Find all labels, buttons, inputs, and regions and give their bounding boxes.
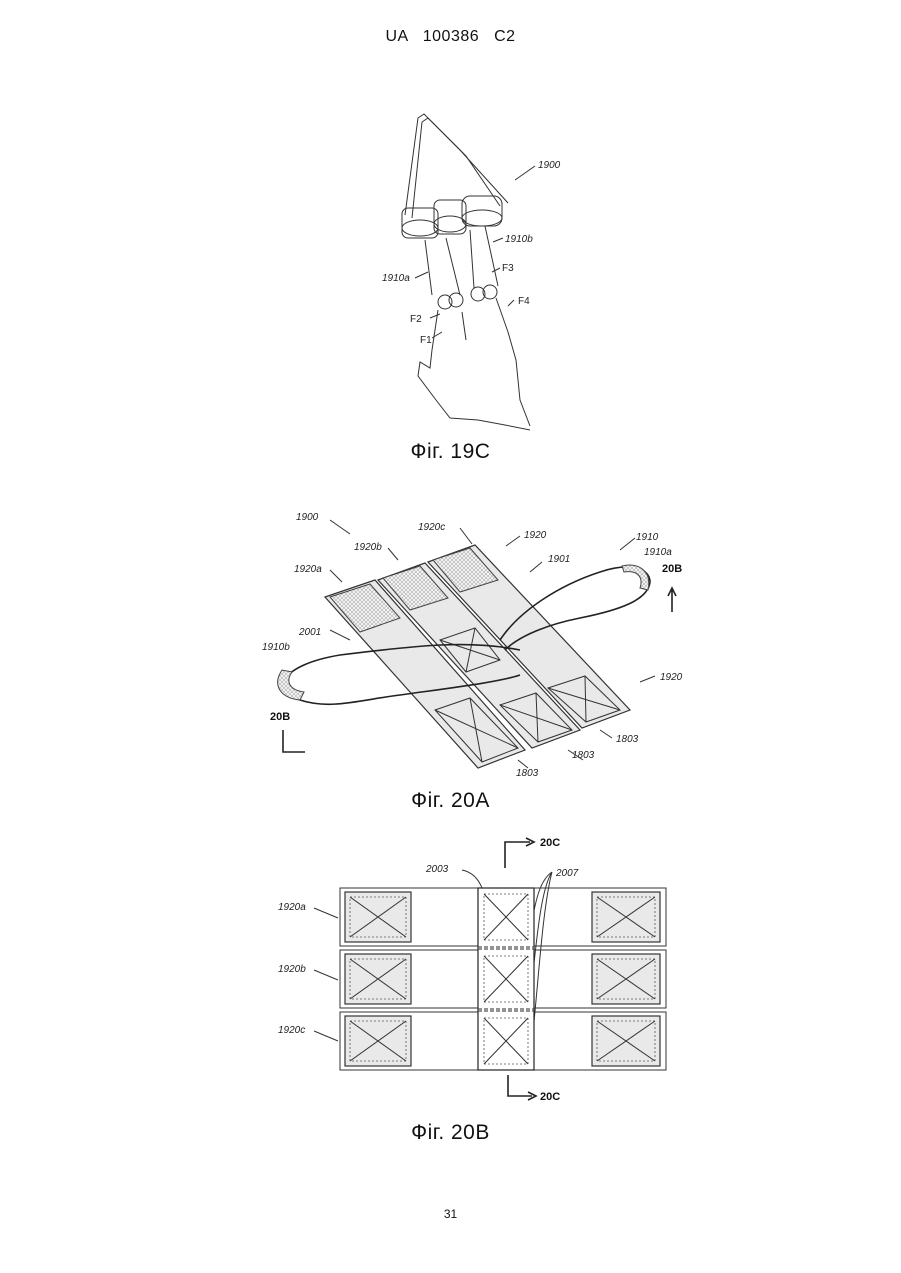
caption-fig-20b: Фіг. 20В — [0, 1121, 901, 1145]
label-1803-c: 1803 — [516, 768, 539, 779]
page-number: 31 — [0, 1207, 901, 1221]
label-1920-right: 1920 — [660, 672, 683, 683]
label-1920a: 1920a — [278, 902, 306, 913]
loop-a — [425, 238, 460, 295]
center-column — [478, 888, 534, 1070]
label-20c-top: 20C — [540, 837, 560, 849]
label-1910a: 1910a — [644, 547, 672, 558]
section-arrow-20b-left — [283, 730, 305, 752]
figure-19c-drawing: 1900 1910b 1910a F3 F2 F4 F1 — [0, 100, 901, 440]
section-arrow-20b-right — [668, 588, 676, 612]
leader-1900 — [515, 166, 535, 180]
label-1920-top: 1920 — [524, 530, 547, 541]
label-1910: 1910 — [636, 532, 659, 543]
label-1803-b: 1803 — [572, 750, 595, 761]
label-1920a: 1920a — [294, 564, 322, 575]
label-1900: 1900 — [538, 160, 561, 171]
label-2001: 2001 — [298, 627, 321, 638]
hand-outline — [418, 298, 530, 430]
label-f2: F2 — [410, 314, 422, 325]
label-f4: F4 — [518, 296, 530, 307]
caption-fig-20a: Фіг. 20А — [0, 789, 901, 813]
label-1920c: 1920c — [278, 1025, 305, 1036]
figure-20a-drawing: 1900 1920c 1920 1920b 1910 1910a 1901 19… — [0, 500, 901, 790]
label-f3: F3 — [502, 263, 514, 274]
label-20b-left: 20B — [270, 711, 290, 723]
label-1910b: 1910b — [505, 234, 533, 245]
label-f1: F1 — [420, 335, 432, 346]
label-1910a: 1910a — [382, 273, 410, 284]
label-1920b: 1920b — [278, 964, 306, 975]
label-1901: 1901 — [548, 554, 570, 565]
label-2007: 2007 — [555, 868, 579, 879]
figure-20b-drawing: 20C 20C 2003 2007 — [0, 830, 901, 1110]
loop-b — [470, 226, 498, 288]
finger-cuffs — [402, 196, 502, 238]
label-1910b: 1910b — [262, 642, 290, 653]
label-1900: 1900 — [296, 512, 319, 523]
caption-fig-19c: Фіг. 19С — [0, 440, 901, 464]
label-1920b: 1920b — [354, 542, 382, 553]
label-2003: 2003 — [425, 864, 449, 875]
label-1803-a: 1803 — [616, 734, 639, 745]
patent-header: UA 100386 C2 — [0, 28, 901, 46]
label-20c-bottom: 20C — [540, 1091, 560, 1103]
label-1920c: 1920c — [418, 522, 445, 533]
label-20b-right: 20B — [662, 563, 682, 575]
